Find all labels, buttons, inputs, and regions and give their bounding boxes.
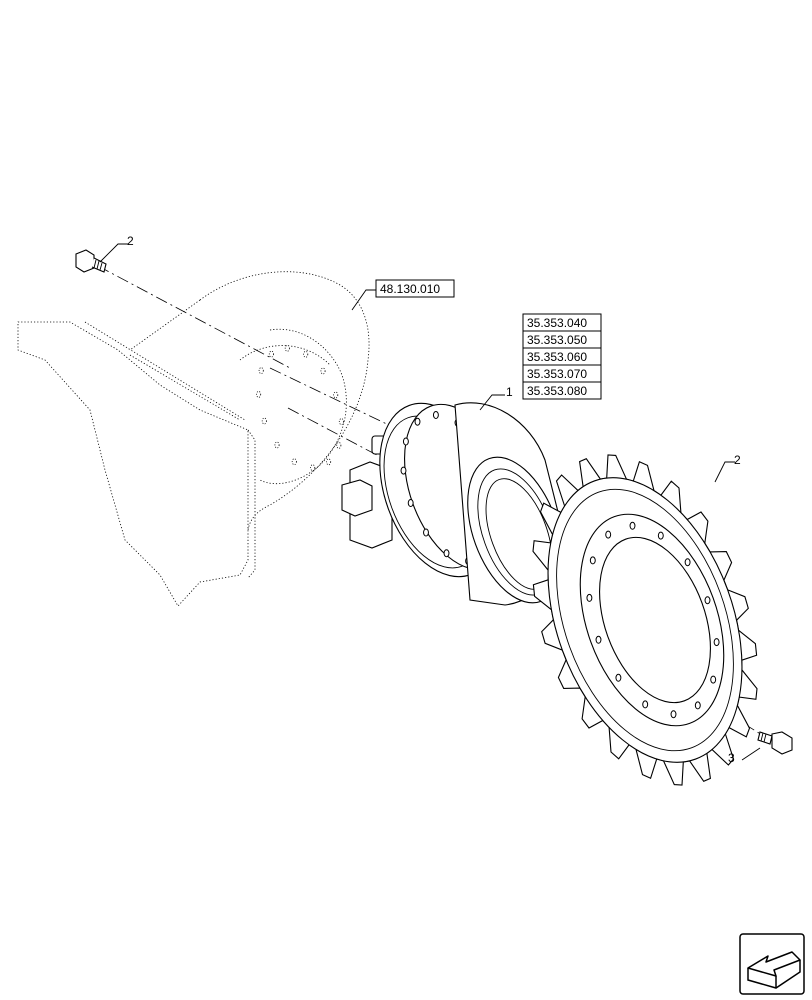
sprocket-bolt-hole [704,596,711,605]
frame-bolt-hole [291,458,297,466]
drive-sprocket [532,454,758,786]
bolt-top [75,249,107,273]
flange-bolt-hole [414,417,421,426]
frame-bolt-hole [303,350,309,358]
flange-bolt-hole [407,499,414,507]
sprocket-bolt-hole [713,638,720,647]
motor-reference-4[interactable]: 35.353.070 [527,367,587,381]
sprocket-bolt-hole [694,701,701,710]
sprocket-bolt-hole [642,700,649,709]
frame-bolt-hole [320,367,326,375]
bolt-bottom [757,731,793,755]
frame-bolt-hole [258,367,264,375]
sprocket-bolt-hole [710,675,717,684]
sprocket-bolt-hole [595,635,602,644]
callout-2-sprocket-label: 2 [734,453,741,467]
frame-bolt-hole [256,390,262,398]
flange-bolt-hole [443,549,450,558]
callout-1-label: 1 [506,385,513,399]
motor-reference-2[interactable]: 35.353.050 [527,333,587,347]
sprocket-bolt-hole [615,673,622,682]
frame-bolt-hole [338,418,344,426]
frame-bolt-holes [256,344,344,472]
flange-bolt-hole [400,466,407,475]
flange-bolt-hole [402,437,409,446]
frame-bolt-hole [326,458,332,466]
exploded-view-arrow-icon[interactable] [739,933,805,995]
frame-reference-label: 48.130.010 [380,282,440,296]
frame-bolt-hole [274,441,280,449]
frame-bolt-hole [310,464,316,472]
sprocket-bolt-hole [657,531,664,540]
frame-bolt-hole [333,391,339,399]
sprocket-bolt-hole [629,521,636,530]
track-frame-ghost [17,271,370,607]
sprocket-bolt-hole [589,556,596,565]
frame-bolt-hole [336,441,342,449]
sprocket-bolt-hole [586,593,593,602]
motor-reference-1[interactable]: 35.353.040 [527,316,587,330]
callout-3-label: 3 [728,751,735,765]
frame-bolt-hole [268,350,274,358]
frame-bolt-hole [261,417,267,425]
frame-reference[interactable]: 48.130.010 [375,279,455,298]
motor-reference-stack[interactable]: 35.353.040 35.353.050 35.353.060 35.353.… [522,313,602,400]
callout-2-top-label: 2 [127,234,134,248]
callout-leaders [99,243,761,761]
flange-bolt-hole [432,411,439,419]
sprocket-bolt-hole [670,710,677,719]
sprocket-bolt-hole [684,558,691,567]
motor-reference-3[interactable]: 35.353.060 [527,350,587,364]
sprocket-bolt-holes [586,521,720,719]
sprocket-bolt-hole [605,530,612,539]
frame-bolt-hole [284,344,290,352]
motor-reference-5[interactable]: 35.353.080 [527,384,587,398]
flange-bolt-hole [423,528,429,537]
travel-motor [341,402,563,606]
